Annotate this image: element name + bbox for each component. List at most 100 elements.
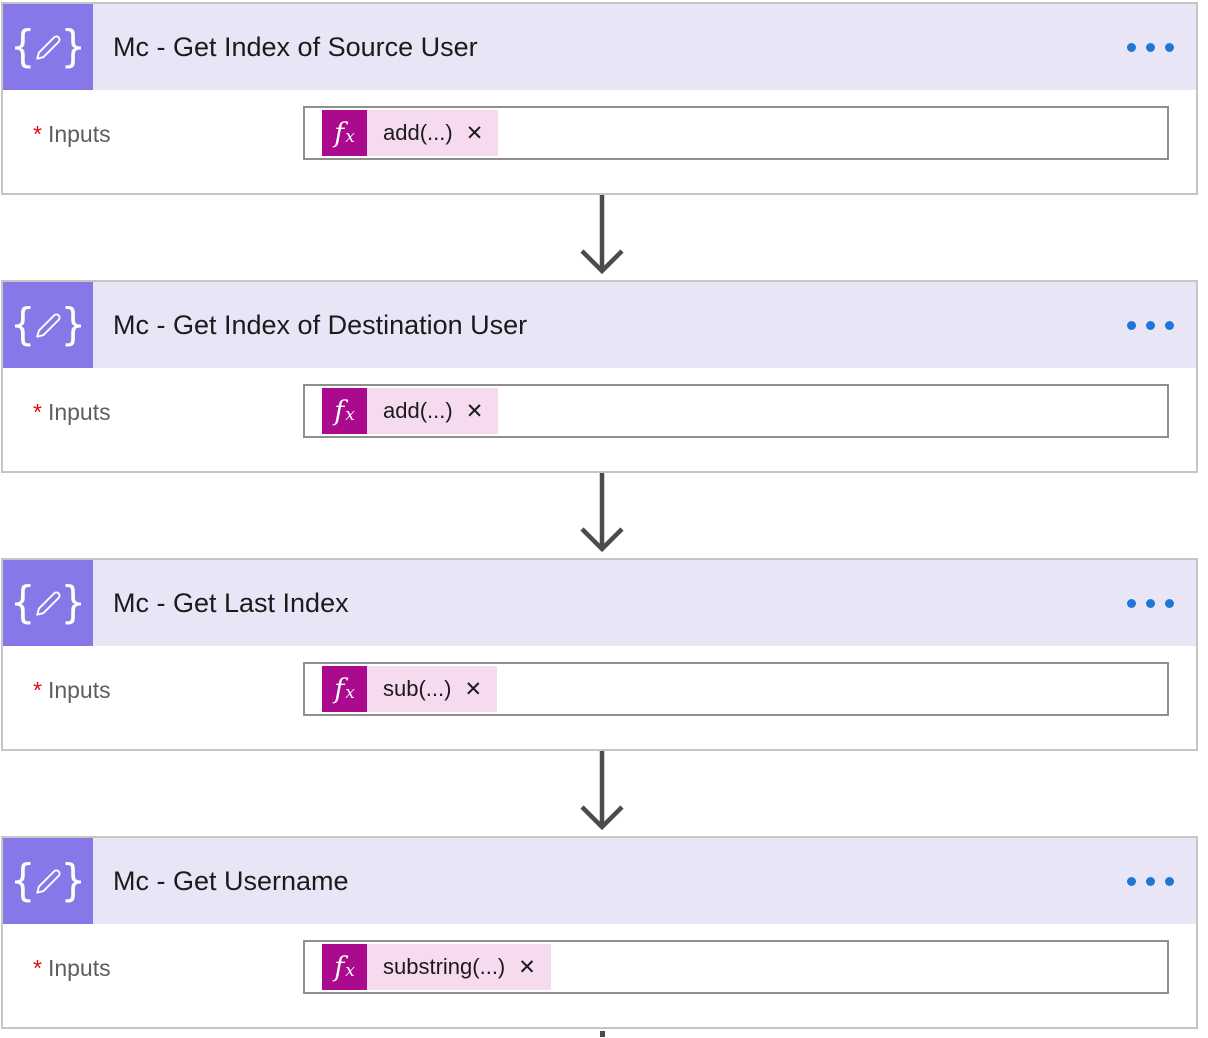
ellipsis-dot [1165,320,1174,330]
more-options-button[interactable] [1123,282,1178,368]
action-title: Mc - Get Username [113,865,349,896]
remove-expression-icon[interactable]: ✕ [464,677,483,701]
brace-close-icon: } [60,22,86,72]
braces-pencil-icon: { } [3,282,93,368]
ellipsis-dot [1127,42,1136,52]
required-asterisk: * [33,399,42,425]
action-card: { } Mc - Get Last Index *Inputs f [1,558,1198,751]
brace-open-icon: { [10,578,36,628]
connector [0,195,1208,280]
action-card-body: *Inputs f x add(...) ✕ [3,90,1196,193]
inputs-label-text: Inputs [47,399,111,425]
more-options-button[interactable] [1123,838,1178,924]
brace-open-icon: { [10,856,36,906]
fx-f-glyph: f [334,673,345,705]
inputs-label: *Inputs [33,955,111,982]
ellipsis-dot [1146,876,1155,886]
expression-pill[interactable]: f x substring(...) ✕ [322,944,551,990]
fx-icon: f x [322,666,367,712]
fx-x-glyph: x [345,682,355,703]
inputs-label-text: Inputs [47,955,111,981]
expression-pill-body: add(...) ✕ [367,388,499,434]
action-card-body: *Inputs f x add(...) ✕ [3,368,1196,471]
connector [0,473,1208,558]
action-card-header[interactable]: { } Mc - Get Last Index [3,560,1196,646]
inputs-field[interactable]: f x sub(...) ✕ [303,662,1169,716]
fx-f-glyph: f [334,117,345,149]
ellipsis-dot [1146,598,1155,608]
inputs-field[interactable]: f x add(...) ✕ [303,106,1169,160]
brace-close-icon: } [60,578,86,628]
down-arrow-stub [600,1031,605,1037]
down-arrow-icon [580,751,624,831]
expression-pill-body: sub(...) ✕ [367,666,498,712]
brace-open-icon: { [10,22,36,72]
inputs-field[interactable]: f x add(...) ✕ [303,384,1169,438]
action-card-body: *Inputs f x sub(...) ✕ [3,646,1196,749]
expression-pill[interactable]: f x add(...) ✕ [322,388,499,434]
action-card-body: *Inputs f x substring(...) ✕ [3,924,1196,1027]
action-title: Mc - Get Last Index [113,587,349,618]
fx-icon: f x [322,944,367,990]
inputs-label-text: Inputs [47,677,111,703]
fx-f-glyph: f [334,395,345,427]
action-card-header[interactable]: { } Mc - Get Username [3,838,1196,924]
braces-pencil-icon: { } [3,560,93,646]
required-asterisk: * [33,121,42,147]
pencil-icon [35,313,60,338]
remove-expression-icon[interactable]: ✕ [465,399,484,423]
expression-text: sub(...) [383,676,452,701]
fx-x-glyph: x [345,404,355,425]
fx-f-glyph: f [334,951,345,983]
ellipsis-dot [1146,42,1155,52]
expression-text: substring(...) [383,954,506,979]
pencil-icon [35,591,60,616]
action-card: { } Mc - Get Index of Source User *Input… [1,2,1198,195]
fx-x-glyph: x [345,126,355,147]
brace-close-icon: } [60,300,86,350]
remove-expression-icon[interactable]: ✕ [465,121,484,145]
more-options-button[interactable] [1123,560,1178,646]
action-card-header[interactable]: { } Mc - Get Index of Source User [3,4,1196,90]
expression-pill[interactable]: f x sub(...) ✕ [322,666,498,712]
connector [0,751,1208,836]
expression-text: add(...) [383,398,453,423]
connector [0,1029,1208,1037]
expression-pill-body: add(...) ✕ [367,110,499,156]
brace-open-icon: { [10,300,36,350]
action-card: { } Mc - Get Username *Inputs f [1,836,1198,1029]
action-card: { } Mc - Get Index of Destination User *… [1,280,1198,473]
required-asterisk: * [33,677,42,703]
ellipsis-dot [1165,42,1174,52]
required-asterisk: * [33,955,42,981]
inputs-label: *Inputs [33,121,111,148]
fx-x-glyph: x [345,960,355,981]
brace-close-icon: } [60,856,86,906]
action-title: Mc - Get Index of Destination User [113,309,528,340]
expression-pill[interactable]: f x add(...) ✕ [322,110,499,156]
inputs-label: *Inputs [33,677,111,704]
remove-expression-icon[interactable]: ✕ [518,955,536,979]
ellipsis-dot [1127,320,1136,330]
action-card-header[interactable]: { } Mc - Get Index of Destination User [3,282,1196,368]
down-arrow-icon [580,473,624,553]
ellipsis-dot [1127,598,1136,608]
expression-pill-body: substring(...) ✕ [367,944,551,990]
inputs-label: *Inputs [33,399,111,426]
action-title: Mc - Get Index of Source User [113,31,478,62]
inputs-label-text: Inputs [47,121,111,147]
down-arrow-icon [580,195,624,275]
ellipsis-dot [1165,598,1174,608]
ellipsis-dot [1146,320,1155,330]
inputs-field[interactable]: f x substring(...) ✕ [303,940,1169,994]
fx-icon: f x [322,388,367,434]
fx-icon: f x [322,110,367,156]
pencil-icon [35,869,60,894]
ellipsis-dot [1127,876,1136,886]
expression-text: add(...) [383,120,453,145]
braces-pencil-icon: { } [3,838,93,924]
braces-pencil-icon: { } [3,4,93,90]
ellipsis-dot [1165,876,1174,886]
more-options-button[interactable] [1123,4,1178,90]
